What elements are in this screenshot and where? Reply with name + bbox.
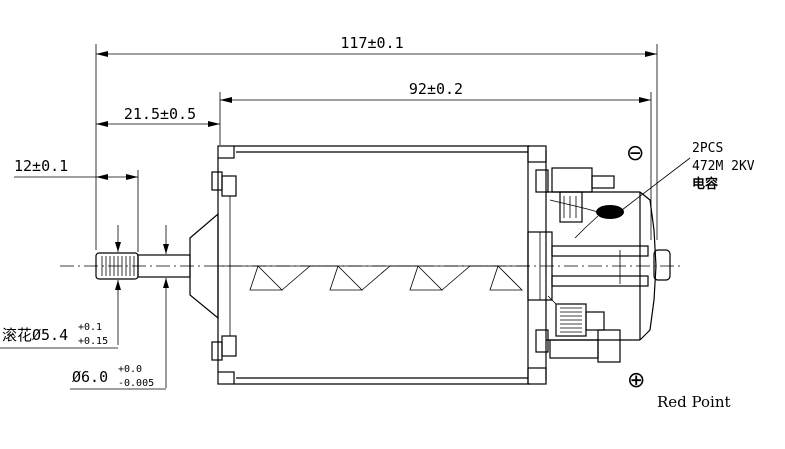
knurl-tol-lower: +0.15 [78, 336, 108, 347]
motor-body [211, 145, 553, 385]
dim-body-label: 92±0.2 [409, 80, 463, 98]
shaft-diameter-text: Ø6.0 [72, 368, 108, 386]
dim-flange: 21.5±0.5 [96, 105, 220, 127]
positive-terminal-icon: ⊕ [627, 368, 645, 393]
capacitor-note-line3: 电容 [692, 176, 718, 192]
dim-knurl: 12±0.1 [14, 157, 139, 252]
red-point-label: Red Point [657, 393, 731, 411]
knurl-diameter-label: 滚花Ø5.4 +0.1 +0.15 [0, 322, 118, 349]
capacitor-note: 2PCS 472M 2KV 电容 [621, 141, 755, 211]
shaft-tol-lower: -0.005 [118, 378, 154, 389]
shaft-diameter-label: Ø6.0 +0.0 -0.005 [70, 364, 166, 390]
dim-overall-label: 117±0.1 [340, 34, 403, 52]
dim-knurl-label: 12±0.1 [14, 157, 68, 175]
knurl-diameter-text: 滚花Ø5.4 [2, 326, 68, 344]
knurl-tol-upper: +0.1 [78, 322, 102, 333]
shaft-tol-upper: +0.0 [118, 364, 142, 375]
dim-body: 92±0.2 [219, 80, 652, 240]
dim-flange-label: 21.5±0.5 [124, 105, 196, 123]
capacitor-note-line2: 472M 2KV [692, 159, 755, 174]
negative-terminal-icon: ⊖ [626, 141, 644, 166]
capacitor-icon [596, 205, 624, 219]
capacitor-note-line1: 2PCS [692, 141, 723, 156]
brush-end [546, 167, 671, 363]
diameter-arrows [115, 225, 169, 388]
dim-overall: 117±0.1 [95, 34, 658, 250]
